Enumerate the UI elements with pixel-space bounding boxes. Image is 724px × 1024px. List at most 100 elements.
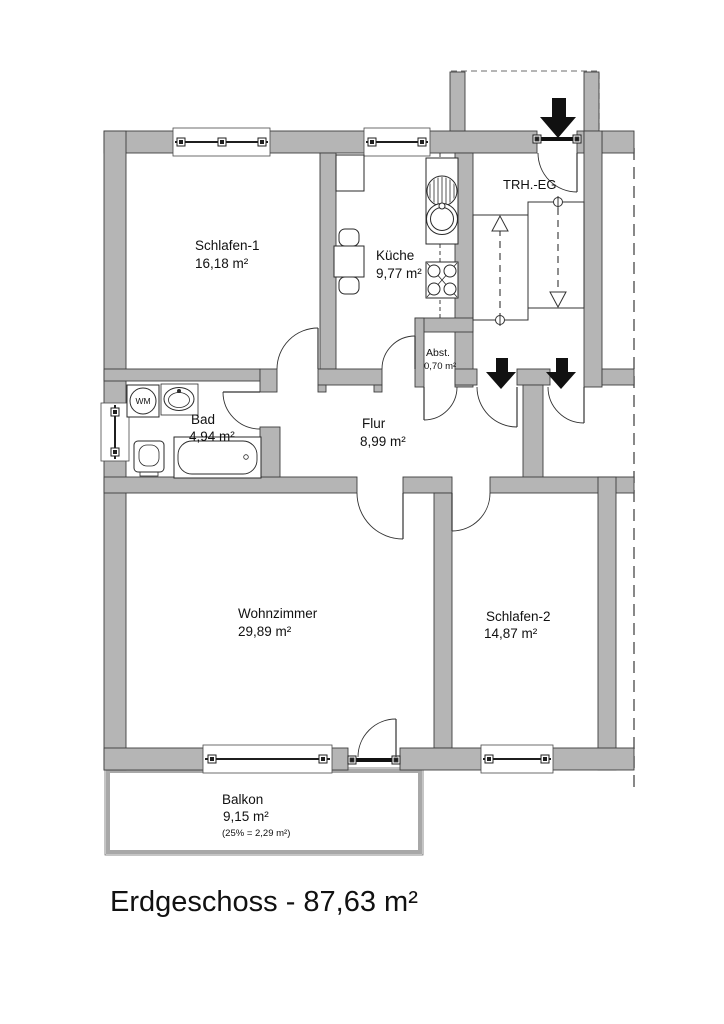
entrance-arrow-icon <box>486 358 516 389</box>
page-title: Erdgeschoss - 87,63 m² <box>110 886 418 918</box>
window-bad <box>100 402 130 462</box>
door-hinge-icon <box>532 134 542 144</box>
window-hinge-icon <box>176 137 186 147</box>
porch-pier-left <box>449 71 466 132</box>
label-abst-area: 0,70 m² <box>424 361 456 372</box>
wall-staircase-bottom-right <box>601 368 635 386</box>
label-kueche-name: Küche <box>376 248 414 263</box>
table <box>333 245 365 278</box>
washing-machine <box>126 384 160 418</box>
wall-wohnzimmer-schlafen2 <box>433 492 453 749</box>
door-apartment-entrance <box>476 386 518 428</box>
label-flur-name: Flur <box>362 416 386 431</box>
door-schlafen2 <box>451 492 491 532</box>
wall-bottom-left <box>103 747 206 771</box>
burner-icon <box>443 264 457 278</box>
chair <box>338 276 360 295</box>
wall-mid-left <box>103 476 358 494</box>
entrance-markers <box>486 98 576 389</box>
wall-staircase-bottom-left <box>454 368 478 386</box>
bathtub <box>173 436 262 479</box>
wall-top-right <box>601 130 635 154</box>
windows <box>100 127 554 774</box>
burner-icon <box>443 282 457 296</box>
wall-left-lower <box>103 458 127 771</box>
staircase <box>472 196 585 326</box>
window-hinge-icon <box>217 137 227 147</box>
window-hinge-icon <box>417 137 427 147</box>
bathroom-fixtures <box>126 383 262 479</box>
label-bad-area: 4,94 m² <box>189 429 235 444</box>
window-wohnzimmer <box>202 744 333 774</box>
stairs-down-arrow-icon <box>549 291 567 309</box>
stairs-up-arrow-icon <box>491 214 509 232</box>
wall-schlafen1-bad <box>103 368 261 382</box>
window-hinge-icon <box>318 754 328 764</box>
door-hinge-icon <box>347 755 357 765</box>
door-bad <box>222 391 261 430</box>
wall-left-upper <box>103 130 127 406</box>
label-kueche-area: 9,77 m² <box>376 266 422 281</box>
wall-between-entrance-doors <box>522 384 544 479</box>
label-schlafen1-area: 16,18 m² <box>195 256 249 271</box>
wall-pier-flur <box>317 368 383 386</box>
stair-flight-down <box>527 201 585 309</box>
entrance-arrow-icon <box>540 98 576 138</box>
balcony-outline <box>104 767 424 856</box>
label-flur-area: 8,99 m² <box>360 434 406 449</box>
wall-pier-bad-door <box>259 368 278 393</box>
wall-mid-center <box>402 476 453 494</box>
wall-top-kitchen <box>427 130 538 154</box>
bathroom-sink <box>160 383 199 416</box>
window-schlafen2 <box>480 744 554 774</box>
toilet <box>133 440 165 477</box>
window-hinge-icon <box>367 137 377 147</box>
label-washing-machine: WM <box>135 396 150 406</box>
label-wohnzimmer-area: 29,89 m² <box>238 624 292 639</box>
label-schlafen2-name: Schlafen-2 <box>486 609 551 624</box>
walls <box>103 71 635 771</box>
label-wohnzimmer-name: Wohnzimmer <box>238 606 318 621</box>
label-schlafen2-area: 14,87 m² <box>484 626 538 641</box>
chair <box>338 228 360 247</box>
burner-icon <box>427 282 441 296</box>
draining-board-hatch <box>429 177 455 205</box>
wall-bottom-right <box>550 747 635 771</box>
label-bad-name: Bad <box>191 412 215 427</box>
window-schlafen1 <box>172 127 271 157</box>
kitchen-fixtures <box>333 153 459 318</box>
door-schlafen1 <box>276 327 319 370</box>
label-balkon-area: 9,15 m² <box>223 809 269 824</box>
kitchen-cabinet <box>335 154 365 192</box>
window-hinge-icon <box>110 407 120 417</box>
window-hinge-icon <box>257 137 267 147</box>
burner-icon <box>427 264 441 278</box>
wall-schlafen2-right <box>597 476 617 771</box>
door-abstellraum <box>423 386 458 421</box>
label-balkon-name: Balkon <box>222 792 263 807</box>
entrance-arrow-icon <box>546 358 576 389</box>
wall-bad-flur <box>259 426 281 478</box>
label-balkon-note: (25% = 2,29 m²) <box>222 828 290 839</box>
door-hinge-icon <box>572 134 582 144</box>
wall-staircase-right <box>583 130 603 388</box>
door-wohnzimmer <box>356 492 404 540</box>
stove <box>425 261 459 299</box>
wall-bottom-mid1 <box>329 747 349 771</box>
door-hinge-icon <box>391 755 401 765</box>
wall-top-mid <box>267 130 367 154</box>
wall-pier-entrances <box>516 368 551 386</box>
porch-pier-right <box>583 71 600 132</box>
window-hinge-icon <box>110 447 120 457</box>
door-balcony <box>347 718 401 765</box>
faucet-icon <box>438 202 446 210</box>
window-hinge-icon <box>540 754 550 764</box>
wall-abst-left <box>414 317 425 388</box>
door-kueche <box>381 335 416 370</box>
wall-bottom-mid2 <box>399 747 488 771</box>
wall-jamb-1 <box>317 384 327 393</box>
window-hinge-icon <box>484 754 494 764</box>
label-schlafen1-name: Schlafen-1 <box>195 238 260 253</box>
kitchen-sink-unit <box>425 157 459 245</box>
